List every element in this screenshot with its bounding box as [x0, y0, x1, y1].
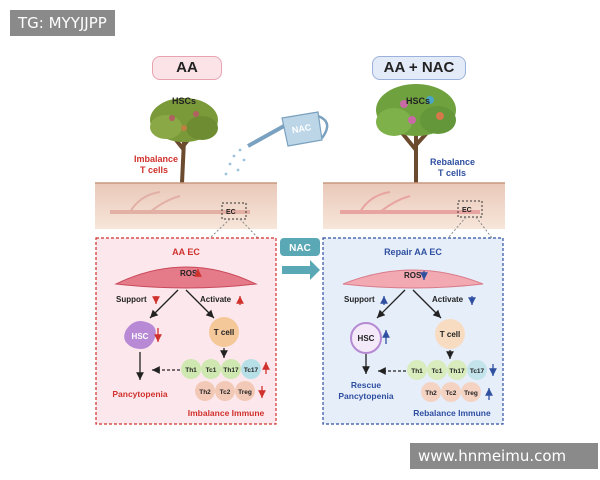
right-treg: Treg [464, 390, 478, 397]
right-tcell [435, 319, 465, 349]
right-tc1: Tc1 [432, 368, 443, 375]
right-tree [376, 84, 456, 183]
imbalance-label-2: T cells [140, 165, 168, 175]
left-hsc-text: HSC [132, 332, 149, 341]
right-activate-label: Activate [432, 295, 464, 304]
left-th-row-2 [195, 381, 255, 401]
right-th17: Th17 [449, 368, 465, 375]
nac-arrow-label: NAC [289, 243, 311, 254]
left-activate-arrow [185, 289, 215, 319]
left-immune: Imbalance Immune [188, 408, 265, 418]
right-support-label: Support [344, 295, 375, 304]
right-ec-label: EC [462, 207, 472, 214]
right-outcome-1: Rescue [351, 380, 382, 390]
left-tree [150, 98, 218, 184]
left-tcell-text: T cell [214, 328, 234, 337]
right-ros-label: ROS [404, 271, 422, 280]
right-ec-cell [342, 269, 484, 289]
left-th17: Th17 [223, 367, 239, 374]
left-support-arrow [149, 289, 179, 319]
left-th1: Th1 [185, 367, 197, 374]
right-outcome-2: Pancytopenia [338, 391, 394, 401]
right-th2: Th2 [425, 390, 437, 397]
right-support-arrow [376, 289, 406, 319]
right-tcell-text: T cell [440, 330, 460, 339]
left-hsc-label: HSCs [172, 96, 196, 106]
left-treg: Treg [238, 389, 252, 396]
rebalance-label-1: Rebalance [430, 157, 475, 167]
left-tcell [209, 317, 239, 347]
imbalance-label-1: Imbalance [134, 154, 178, 164]
right-tc2: Tc2 [446, 390, 457, 397]
left-panel-title: AA EC [172, 247, 200, 257]
left-th2: Th2 [199, 389, 211, 396]
left-tc1: Tc1 [206, 367, 217, 374]
left-ec-cell [114, 266, 258, 289]
right-tc17: Tc17 [470, 368, 485, 375]
left-ec-label: EC [226, 209, 236, 216]
left-th-row-1 [181, 359, 261, 379]
right-th-row-1 [407, 360, 487, 380]
left-ros-label: ROS [180, 269, 198, 278]
right-immune: Rebalance Immune [413, 408, 491, 418]
left-tc2: Tc2 [220, 389, 231, 396]
right-hsc-text: HSC [358, 334, 375, 343]
nac-arrow [280, 238, 320, 280]
watering-can-icon [224, 111, 329, 176]
left-hsc-cell [124, 321, 156, 349]
right-hsc-cell [350, 322, 382, 354]
nac-can-label: NAC [291, 122, 312, 135]
aa-title: AA [152, 56, 222, 80]
watermark-top-left: TG: MYYJJPP [10, 10, 115, 36]
right-hsc-label: HSCs [406, 96, 430, 106]
right-panel-title: Repair AA EC [384, 247, 442, 257]
aa-nac-title: AA + NAC [372, 56, 466, 80]
left-soil [95, 182, 277, 239]
left-activate-label: Activate [200, 295, 232, 304]
right-th-row-2 [421, 382, 481, 402]
right-activate-arrow [412, 289, 442, 319]
left-outcome: Pancytopenia [112, 389, 168, 399]
right-soil [323, 182, 505, 239]
right-th1: Th1 [411, 368, 423, 375]
left-support-label: Support [116, 295, 147, 304]
left-tc17: Tc17 [244, 367, 259, 374]
rebalance-label-2: T cells [438, 168, 466, 178]
watermark-bottom-right: www.hnmeimu.com [410, 443, 598, 469]
